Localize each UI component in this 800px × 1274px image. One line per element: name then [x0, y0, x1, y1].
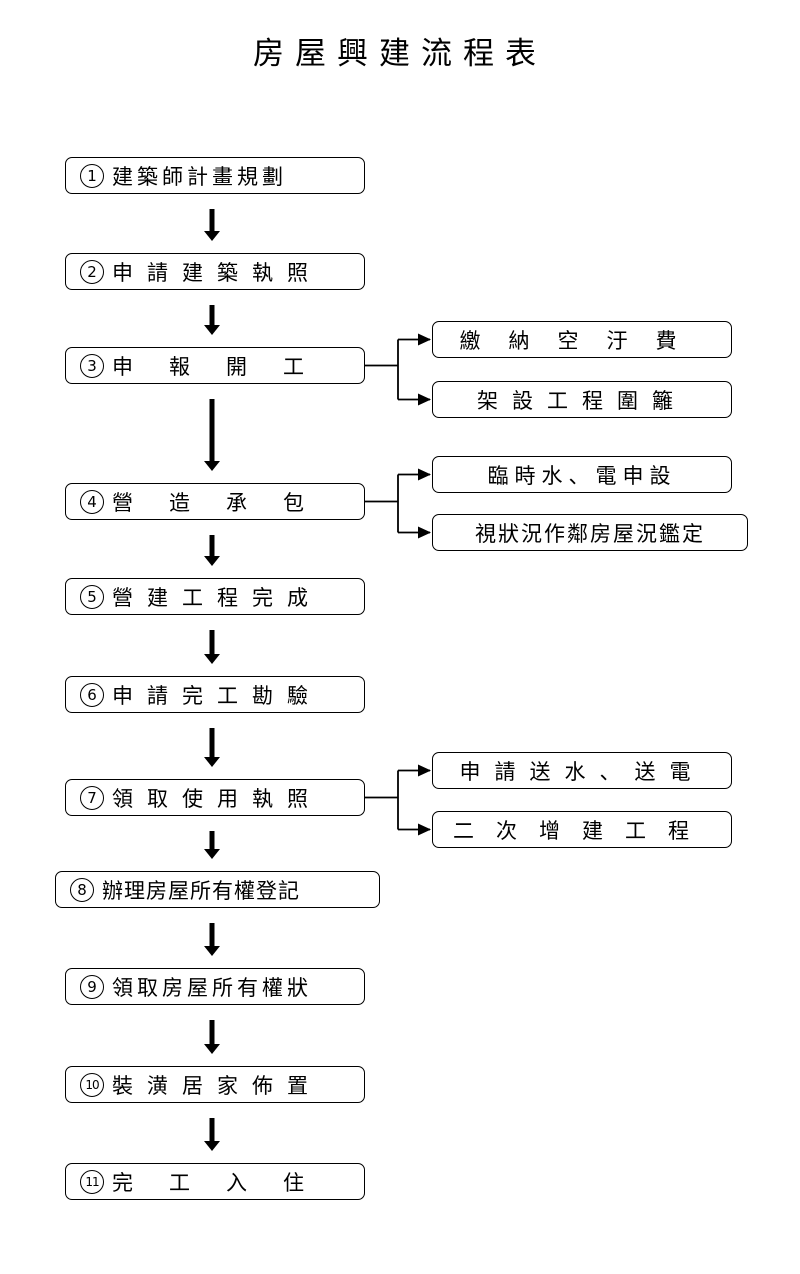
step-11-box: 11 完工入住 [65, 1163, 365, 1200]
step-label: 申請完工勘驗 [112, 683, 322, 708]
branch-connector [365, 474, 399, 533]
right-arrow-icon [418, 393, 431, 406]
right-arrow-icon [418, 468, 431, 481]
step-label: 營造承包 [112, 490, 340, 515]
step-label: 領取使用執照 [112, 786, 322, 811]
step-number: 3 [80, 353, 104, 378]
branch-box: 二次增建工程 [432, 811, 732, 848]
branch-label: 視狀況作鄰房屋況鑑定 [475, 521, 705, 546]
step-5-box: 5 營建工程完成 [65, 578, 365, 615]
step-label: 申報開工 [112, 354, 340, 379]
down-arrows [204, 209, 220, 1151]
step-9-box: 9 領取房屋所有權狀 [65, 968, 365, 1005]
right-arrow-icon [418, 526, 431, 539]
branch-label: 架設工程圍籬 [477, 388, 687, 413]
step-8-box: 8 辦理房屋所有權登記 [55, 871, 380, 908]
step-number: 2 [80, 259, 104, 284]
step-number: 6 [80, 682, 104, 707]
step-number: 11 [80, 1169, 104, 1194]
step-7-box: 7 領取使用執照 [65, 779, 365, 816]
branch-box: 架設工程圍籬 [432, 381, 732, 418]
down-arrow-icon [204, 1118, 220, 1151]
branch-connector [365, 770, 399, 830]
step-label: 申請建築執照 [112, 260, 322, 285]
branch-box: 視狀況作鄰房屋況鑑定 [432, 514, 748, 551]
step-label: 建築師計畫規劃 [112, 164, 287, 189]
step-number: 9 [80, 974, 104, 999]
step-number: 10 [80, 1072, 104, 1097]
step-number: 1 [80, 163, 104, 188]
down-arrow-icon [204, 535, 220, 566]
down-arrow-icon [204, 209, 220, 241]
right-arrow-icon [418, 333, 431, 346]
step-label: 營建工程完成 [112, 585, 322, 610]
step-10-box: 10 裝潢居家佈置 [65, 1066, 365, 1103]
branch-connectors [365, 333, 431, 836]
branch-box: 臨時水、電申設 [432, 456, 732, 493]
step-1-box: 1 建築師計畫規劃 [65, 157, 365, 194]
step-number: 8 [70, 877, 94, 902]
step-label: 辦理房屋所有權登記 [102, 878, 300, 903]
step-number: 4 [80, 489, 104, 514]
step-number: 5 [80, 584, 104, 609]
step-label: 領取房屋所有權狀 [112, 975, 312, 1000]
down-arrow-icon [204, 728, 220, 767]
step-number: 7 [80, 785, 104, 810]
branch-box: 繳納空汙費 [432, 321, 732, 358]
step-label: 裝潢居家佈置 [112, 1073, 322, 1098]
branch-label: 臨時水、電申設 [487, 463, 677, 488]
right-arrow-icon [418, 823, 431, 836]
step-4-box: 4 營造承包 [65, 483, 365, 520]
branch-label: 申請送水、送電 [459, 759, 705, 784]
step-2-box: 2 申請建築執照 [65, 253, 365, 290]
page-title: 房屋興建流程表 [253, 36, 547, 72]
step-6-box: 6 申請完工勘驗 [65, 676, 365, 713]
down-arrow-icon [204, 305, 220, 335]
down-arrow-icon [204, 923, 220, 956]
down-arrow-icon [204, 630, 220, 664]
right-arrow-icon [418, 764, 431, 777]
down-arrow-icon [204, 399, 220, 471]
branch-label: 二次增建工程 [453, 818, 711, 843]
branch-box: 申請送水、送電 [432, 752, 732, 789]
down-arrow-icon [204, 1020, 220, 1054]
branch-connector [365, 339, 399, 400]
down-arrow-icon [204, 831, 220, 859]
step-label: 完工入住 [112, 1170, 340, 1195]
step-3-box: 3 申報開工 [65, 347, 365, 384]
branch-label: 繳納空汙費 [459, 328, 705, 353]
